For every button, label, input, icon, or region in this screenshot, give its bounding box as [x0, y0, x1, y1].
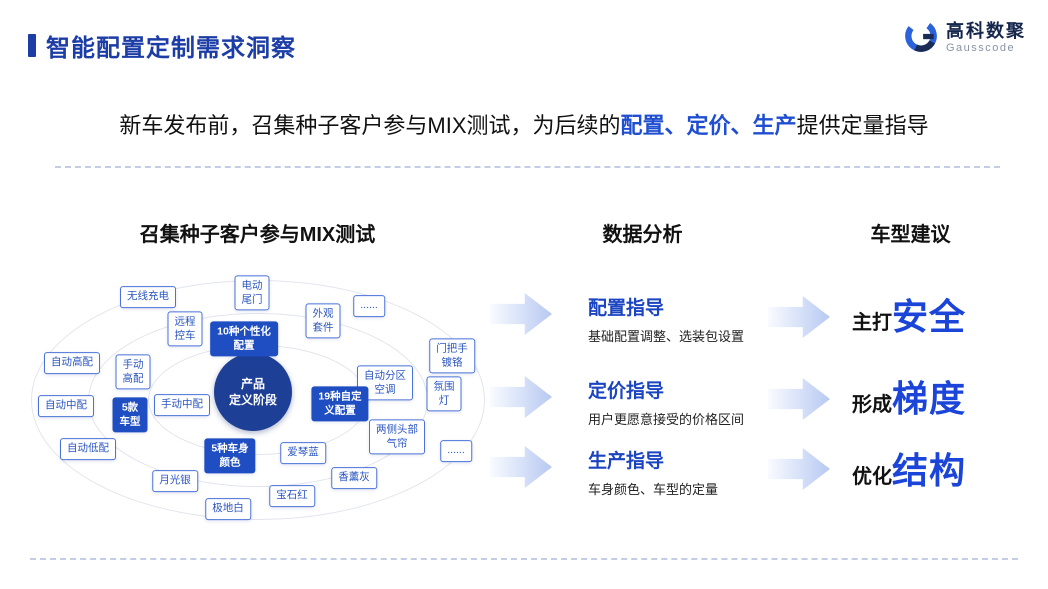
diagram-feature-node: 无线充电: [120, 286, 176, 308]
suggestion-keyword: 梯度: [892, 378, 967, 419]
page-title: 智能配置定制需求洞察: [46, 35, 296, 62]
analysis-desc: 用户更愿意接受的价格区间: [588, 412, 745, 427]
bottom-dashed-divider: [30, 558, 1018, 560]
logo-text: 高科数聚 Gausscode: [946, 21, 1026, 55]
diagram-feature-node: 自动低配: [60, 438, 116, 460]
diagram-feature-node: 自动中配: [38, 395, 94, 417]
diagram-category-node: 19种自定 义配置: [311, 386, 369, 422]
diagram-category-node: 5款 车型: [112, 397, 148, 433]
analysis-item-config: 配置指导 基础配置调整、选装包设置: [588, 293, 773, 345]
diagram-feature-node: 外观 套件: [305, 303, 341, 339]
fade-arrow-icon: [768, 378, 830, 420]
suggestion-prefix: 主打: [852, 312, 892, 334]
diagram-feature-node: 月光银: [152, 470, 198, 492]
logo-icon: [903, 18, 939, 59]
suggestion-item-structure: 优化结构: [852, 442, 966, 494]
diagram-feature-node: 手动中配: [154, 394, 210, 416]
diagram-center-node: 产品 定义阶段: [214, 353, 292, 431]
analysis-title: 定价指导: [588, 381, 665, 402]
diagram-feature-node: 电动 尾门: [234, 275, 270, 311]
diagram-feature-node: 香薰灰: [331, 467, 377, 489]
analysis-item-pricing: 定价指导 用户更愿意接受的价格区间: [588, 376, 773, 428]
analysis-title: 配置指导: [588, 298, 665, 319]
diagram-feature-node: 宝石红: [269, 485, 315, 507]
subtitle-pre: 新车发布前，召集种子客户参与MIX测试，为后续的: [119, 113, 621, 138]
logo-name: 高科数聚: [946, 21, 1026, 41]
flow-arrow-icon: [478, 198, 556, 256]
fade-arrow-icon: [768, 448, 830, 490]
subtitle-post: 提供定量指导: [796, 113, 929, 138]
analysis-title: 生产指导: [588, 451, 665, 472]
diagram-feature-node: 极地白: [205, 498, 251, 520]
diagram-feature-node: 自动高配: [44, 352, 100, 374]
diagram-feature-node: 远程 控车: [167, 311, 203, 347]
analysis-item-production: 生产指导 车身颜色、车型的定量: [588, 446, 773, 498]
diagram-feature-node: 门把手 镀铬: [429, 338, 475, 374]
diagram-feature-node: ......: [353, 295, 385, 317]
suggestion-prefix: 优化: [852, 466, 892, 488]
subtitle: 新车发布前，召集种子客户参与MIX测试，为后续的配置、定价、生产提供定量指导: [0, 108, 1048, 140]
flow-arrow-icon: [764, 201, 834, 254]
diagram-category-node: 5种车身 颜色: [204, 438, 256, 474]
suggestion-keyword: 安全: [892, 296, 967, 337]
header: 智能配置定制需求洞察: [28, 28, 296, 63]
left-column-title: 召集种子客户参与MIX测试: [139, 224, 376, 246]
title-accent-bar: [28, 34, 36, 57]
diagram-feature-node: ......: [440, 440, 472, 462]
analysis-desc: 基础配置调整、选装包设置: [588, 329, 745, 344]
company-logo: 高科数聚 Gausscode: [903, 18, 1026, 59]
middle-column-title: 数据分析: [602, 224, 683, 246]
logo-subname: Gausscode: [946, 41, 1016, 54]
right-column-title: 车型建议: [870, 224, 951, 246]
subtitle-highlight: 配置、定价、生产: [620, 113, 797, 138]
suggestion-keyword: 结构: [892, 450, 967, 491]
diagram-feature-node: 氛围 灯: [426, 376, 462, 412]
top-dashed-divider: [55, 166, 1000, 168]
fade-arrow-icon: [768, 296, 830, 338]
diagram-feature-node: 爱琴蓝: [280, 442, 326, 464]
suggestion-item-tier: 形成梯度: [852, 370, 966, 422]
suggestion-item-safety: 主打安全: [852, 288, 966, 340]
diagram-feature-node: 手动 高配: [115, 354, 151, 390]
suggestion-prefix: 形成: [852, 394, 892, 416]
analysis-desc: 车身颜色、车型的定量: [588, 482, 719, 497]
diagram-feature-node: 两侧头部 气帘: [369, 419, 425, 455]
diagram-category-node: 10种个性化 配置: [210, 321, 278, 357]
